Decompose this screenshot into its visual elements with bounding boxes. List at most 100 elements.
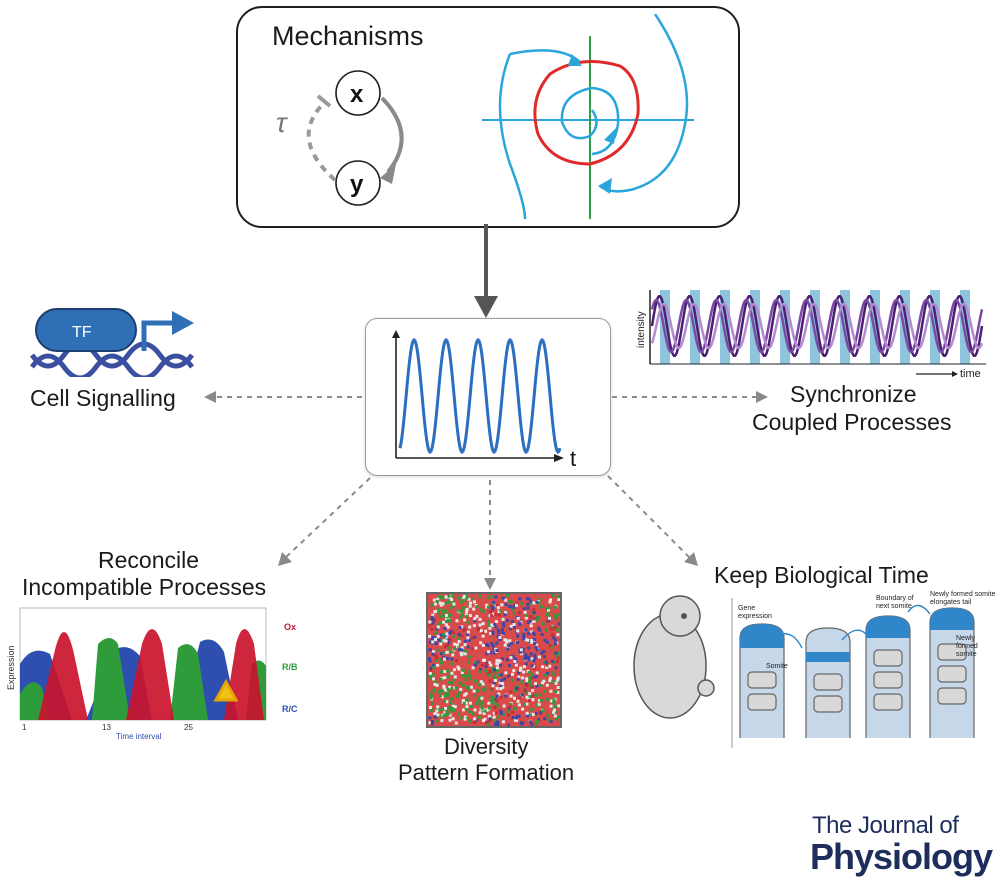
pattern-cell bbox=[476, 628, 480, 632]
pattern-cell bbox=[501, 685, 505, 689]
pattern-cell bbox=[428, 657, 431, 661]
pattern-cell bbox=[437, 622, 441, 626]
pattern-cell bbox=[438, 708, 442, 712]
pattern-cell bbox=[492, 600, 496, 604]
pattern-cell bbox=[550, 645, 554, 649]
pattern-cell bbox=[521, 707, 525, 711]
pattern-cell bbox=[463, 643, 467, 647]
pattern-cell bbox=[444, 601, 448, 605]
pattern-cell bbox=[474, 718, 478, 722]
pattern-cell bbox=[516, 687, 520, 691]
pattern-cell bbox=[549, 704, 553, 708]
pattern-cell bbox=[437, 638, 441, 642]
pattern-cell bbox=[547, 619, 551, 623]
pattern-cell bbox=[480, 696, 484, 700]
pattern-cell bbox=[493, 697, 497, 701]
pattern-cell bbox=[507, 723, 511, 726]
pattern-cell bbox=[490, 697, 494, 701]
pattern-cell bbox=[483, 709, 487, 713]
pattern-cell bbox=[556, 715, 560, 719]
pattern-cell bbox=[500, 603, 504, 607]
pattern-cell bbox=[496, 606, 500, 610]
pattern-cell bbox=[474, 679, 478, 683]
newly-formed-label-2: formed bbox=[956, 643, 978, 650]
pattern-cell bbox=[439, 621, 443, 625]
pattern-cell bbox=[531, 698, 535, 702]
pattern-cell bbox=[484, 720, 488, 724]
pattern-cell bbox=[428, 716, 432, 720]
pattern-cell bbox=[557, 613, 560, 617]
pattern-cell bbox=[499, 663, 503, 667]
pattern-cell bbox=[512, 669, 516, 673]
trajectory-arrowhead-2 bbox=[598, 178, 612, 194]
pattern-cell bbox=[473, 619, 477, 623]
pattern-cell bbox=[488, 679, 492, 683]
pattern-cell bbox=[443, 693, 447, 697]
pattern-cell bbox=[527, 632, 531, 636]
pattern-cell bbox=[527, 658, 531, 662]
green-area bbox=[20, 638, 266, 720]
pattern-cell bbox=[472, 689, 476, 693]
pattern-cell bbox=[460, 646, 464, 650]
pattern-cell bbox=[444, 639, 448, 643]
pattern-cell bbox=[441, 602, 445, 606]
pattern-cell bbox=[554, 642, 558, 646]
pattern-cell bbox=[472, 607, 476, 611]
pattern-cell bbox=[528, 676, 532, 680]
pattern-cell bbox=[534, 712, 538, 716]
pattern-cell bbox=[486, 722, 490, 726]
pattern-cell bbox=[493, 718, 497, 722]
pattern-cell bbox=[464, 707, 468, 711]
pattern-cell bbox=[468, 655, 472, 659]
pattern-cell bbox=[462, 674, 466, 678]
pattern-cell bbox=[514, 686, 518, 690]
pattern-cell bbox=[451, 704, 455, 708]
pattern-cell bbox=[519, 648, 523, 652]
pattern-cell bbox=[466, 620, 470, 624]
pattern-cell bbox=[439, 694, 442, 698]
pattern-cell bbox=[512, 605, 516, 609]
pattern-cell bbox=[556, 660, 559, 664]
pattern-cell bbox=[518, 621, 522, 625]
reconcile-tick-25: 25 bbox=[184, 723, 193, 732]
pattern-cell bbox=[534, 682, 537, 686]
pattern-cell bbox=[505, 619, 509, 623]
pattern-cell bbox=[446, 687, 450, 691]
pattern-cell bbox=[539, 684, 543, 687]
pattern-cell bbox=[552, 701, 556, 704]
pattern-cell bbox=[525, 695, 529, 699]
pattern-cell bbox=[483, 717, 487, 721]
pattern-cell bbox=[459, 615, 463, 619]
pattern-cell bbox=[460, 625, 464, 629]
pattern-cell bbox=[449, 701, 453, 704]
pattern-cell bbox=[490, 670, 494, 674]
pattern-cell bbox=[550, 699, 554, 703]
pattern-cell bbox=[454, 686, 458, 690]
pattern-cell bbox=[448, 637, 452, 641]
pattern-cell bbox=[495, 659, 499, 663]
pattern-cell bbox=[496, 722, 500, 726]
pattern-cell bbox=[452, 686, 456, 690]
pattern-cell bbox=[547, 606, 551, 610]
pattern-cell bbox=[529, 708, 533, 712]
pattern-cell bbox=[431, 636, 435, 640]
pattern-cell bbox=[436, 705, 440, 709]
pattern-cell bbox=[462, 606, 466, 610]
pattern-cell bbox=[462, 701, 466, 705]
pattern-cell bbox=[429, 706, 432, 709]
pattern-cell bbox=[494, 620, 498, 624]
legend-rc: R/C bbox=[282, 704, 298, 714]
pattern-cell bbox=[452, 678, 456, 682]
pattern-cell bbox=[433, 619, 437, 623]
pattern-cell bbox=[481, 719, 485, 723]
pattern-cell bbox=[530, 722, 534, 726]
pattern-cell bbox=[428, 721, 432, 725]
pattern-cell bbox=[504, 598, 508, 602]
pattern-cell bbox=[468, 614, 472, 617]
pattern-cell bbox=[447, 646, 451, 650]
pattern-cell bbox=[543, 638, 547, 642]
pattern-cell bbox=[556, 686, 560, 689]
pattern-cell bbox=[508, 705, 512, 708]
pattern-cell bbox=[455, 643, 459, 647]
